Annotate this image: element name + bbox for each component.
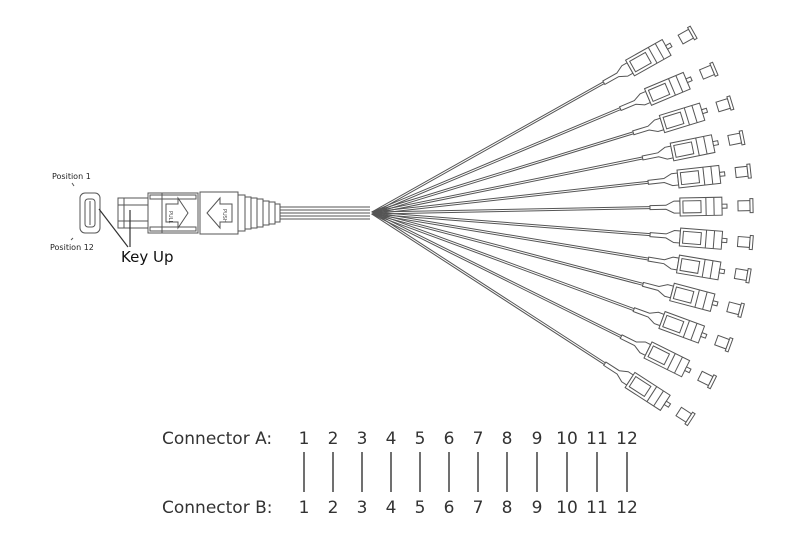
fanout-leg [371, 211, 734, 353]
fanout-leg [371, 211, 718, 390]
pin-b: 4 [386, 498, 397, 518]
fanout-leg [371, 196, 754, 217]
pin-a: 1 [299, 429, 310, 449]
pin-a: 6 [444, 429, 455, 449]
fanout-leg [371, 95, 735, 215]
pin-mapping-table: Connector A: Connector B: 11223344556677… [162, 429, 638, 518]
pin-b: 3 [357, 498, 368, 518]
dust-cap [727, 130, 746, 146]
connector-b-label: Connector B: [162, 498, 272, 518]
fanout-leg [371, 211, 754, 251]
pin-b: 8 [502, 498, 513, 518]
fanout-leg [371, 211, 696, 427]
fanout-leg [371, 163, 752, 215]
sc-connector [624, 371, 672, 412]
fanout-leg [371, 25, 698, 215]
dust-cap [715, 95, 735, 113]
position-1-leader [71, 182, 75, 187]
pin-a: 9 [532, 429, 543, 449]
sc-connector [643, 341, 692, 378]
position-12-label: Position 12 [50, 243, 94, 252]
trunk-cable [280, 206, 370, 220]
pin-b: 7 [473, 498, 484, 518]
pin-b: 9 [532, 498, 543, 518]
sc-connector [669, 134, 720, 162]
mpo-end-face [79, 192, 101, 234]
position-1-label: Position 1 [52, 172, 91, 181]
connector-a-label: Connector A: [162, 429, 272, 449]
pin-a: 10 [556, 429, 578, 449]
pull-text: PULL [167, 211, 173, 223]
dust-cap [698, 61, 719, 80]
pin-b: 6 [444, 498, 455, 518]
fanout-leg [371, 211, 752, 284]
sc-connector [624, 38, 673, 77]
pin-a: 12 [616, 429, 638, 449]
fanout-legs [371, 25, 754, 427]
pin-a: 3 [357, 429, 368, 449]
key-up-leader-1 [98, 208, 129, 248]
fanout-leg [371, 61, 719, 215]
dust-cap [733, 268, 752, 284]
pin-b: 10 [556, 498, 578, 518]
sc-connector [643, 71, 693, 106]
dust-cap [737, 198, 754, 214]
pin-b: 5 [415, 498, 426, 518]
sc-connector [658, 310, 708, 344]
sc-connector [679, 196, 728, 217]
key-up-label: Key Up [121, 248, 173, 266]
pin-a: 4 [386, 429, 397, 449]
dust-cap [677, 25, 698, 45]
pin-b: 11 [586, 498, 608, 518]
pin-a: 11 [586, 429, 608, 449]
dust-cap [697, 370, 718, 390]
sc-connector [676, 164, 726, 189]
dust-cap [734, 163, 752, 179]
dust-cap [675, 406, 696, 427]
pin-b: 12 [616, 498, 638, 518]
pin-a: 7 [473, 429, 484, 449]
dust-cap [714, 334, 734, 353]
sc-connector [678, 227, 728, 250]
sc-connector [658, 102, 709, 134]
mpo-connector: PULL PUSH [117, 191, 281, 235]
sc-connector [669, 282, 719, 313]
dust-cap [736, 234, 754, 251]
fanout-leg [371, 130, 746, 215]
pin-a: 2 [328, 429, 339, 449]
pin-a: 8 [502, 429, 513, 449]
sc-connector [675, 254, 726, 281]
push-text: PUSH [221, 209, 227, 223]
pin-a: 5 [415, 429, 426, 449]
position-12-leader [70, 237, 74, 241]
fanout-leg [371, 211, 745, 318]
pin-b: 2 [328, 498, 339, 518]
pin-b: 1 [299, 498, 310, 518]
dust-cap [726, 301, 745, 318]
